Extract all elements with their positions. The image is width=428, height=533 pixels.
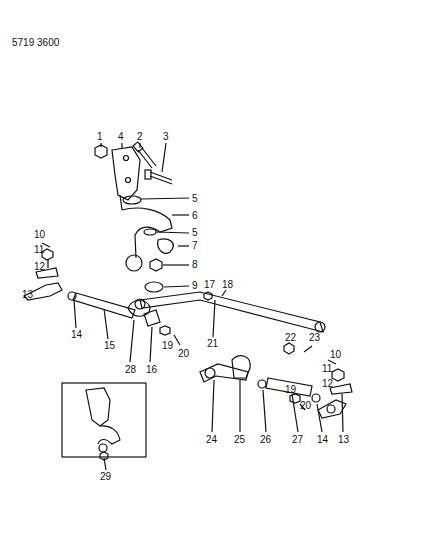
- callout-number: 3: [163, 132, 169, 142]
- callout-number: 16: [146, 365, 157, 375]
- callout-number: 15: [104, 341, 115, 351]
- callout-number: 14: [71, 330, 82, 340]
- callout-number: 20: [178, 349, 189, 359]
- callout-number: 10: [34, 230, 45, 240]
- callout-number: 13: [338, 435, 349, 445]
- callout-number: 1: [97, 132, 103, 142]
- callout-number: 5: [192, 228, 198, 238]
- callout-number: 7: [192, 241, 198, 251]
- callout-number: 28: [125, 365, 136, 375]
- callout-number: 13: [22, 290, 33, 300]
- callout-number: 11: [34, 245, 44, 255]
- callout-number: 23: [309, 333, 320, 343]
- callout-number: 10: [330, 350, 341, 360]
- callout-number: 19: [285, 385, 296, 395]
- callout-number: 20: [300, 401, 311, 411]
- callout-number: 8: [192, 260, 198, 270]
- callout-number: 27: [292, 435, 303, 445]
- callout-number: 25: [234, 435, 245, 445]
- callout-number: 11: [322, 364, 332, 374]
- callout-number: 29: [100, 472, 111, 482]
- callout-number: 6: [192, 211, 198, 221]
- callout-number: 2: [137, 132, 143, 142]
- callout-number: 22: [285, 333, 296, 343]
- callout-number: 5: [192, 194, 198, 204]
- figure-number: 5719 3600: [12, 38, 59, 48]
- callout-number: 14: [317, 435, 328, 445]
- callout-number: 17: [204, 280, 215, 290]
- callout-number: 26: [260, 435, 271, 445]
- callout-number: 12: [322, 379, 333, 389]
- callout-number: 12: [34, 262, 45, 272]
- callout-number: 19: [162, 341, 173, 351]
- callout-number: 24: [206, 435, 217, 445]
- callout-number: 18: [222, 280, 233, 290]
- callout-number: 21: [207, 339, 218, 349]
- callout-number: 9: [192, 281, 198, 291]
- callout-number: 4: [118, 132, 124, 142]
